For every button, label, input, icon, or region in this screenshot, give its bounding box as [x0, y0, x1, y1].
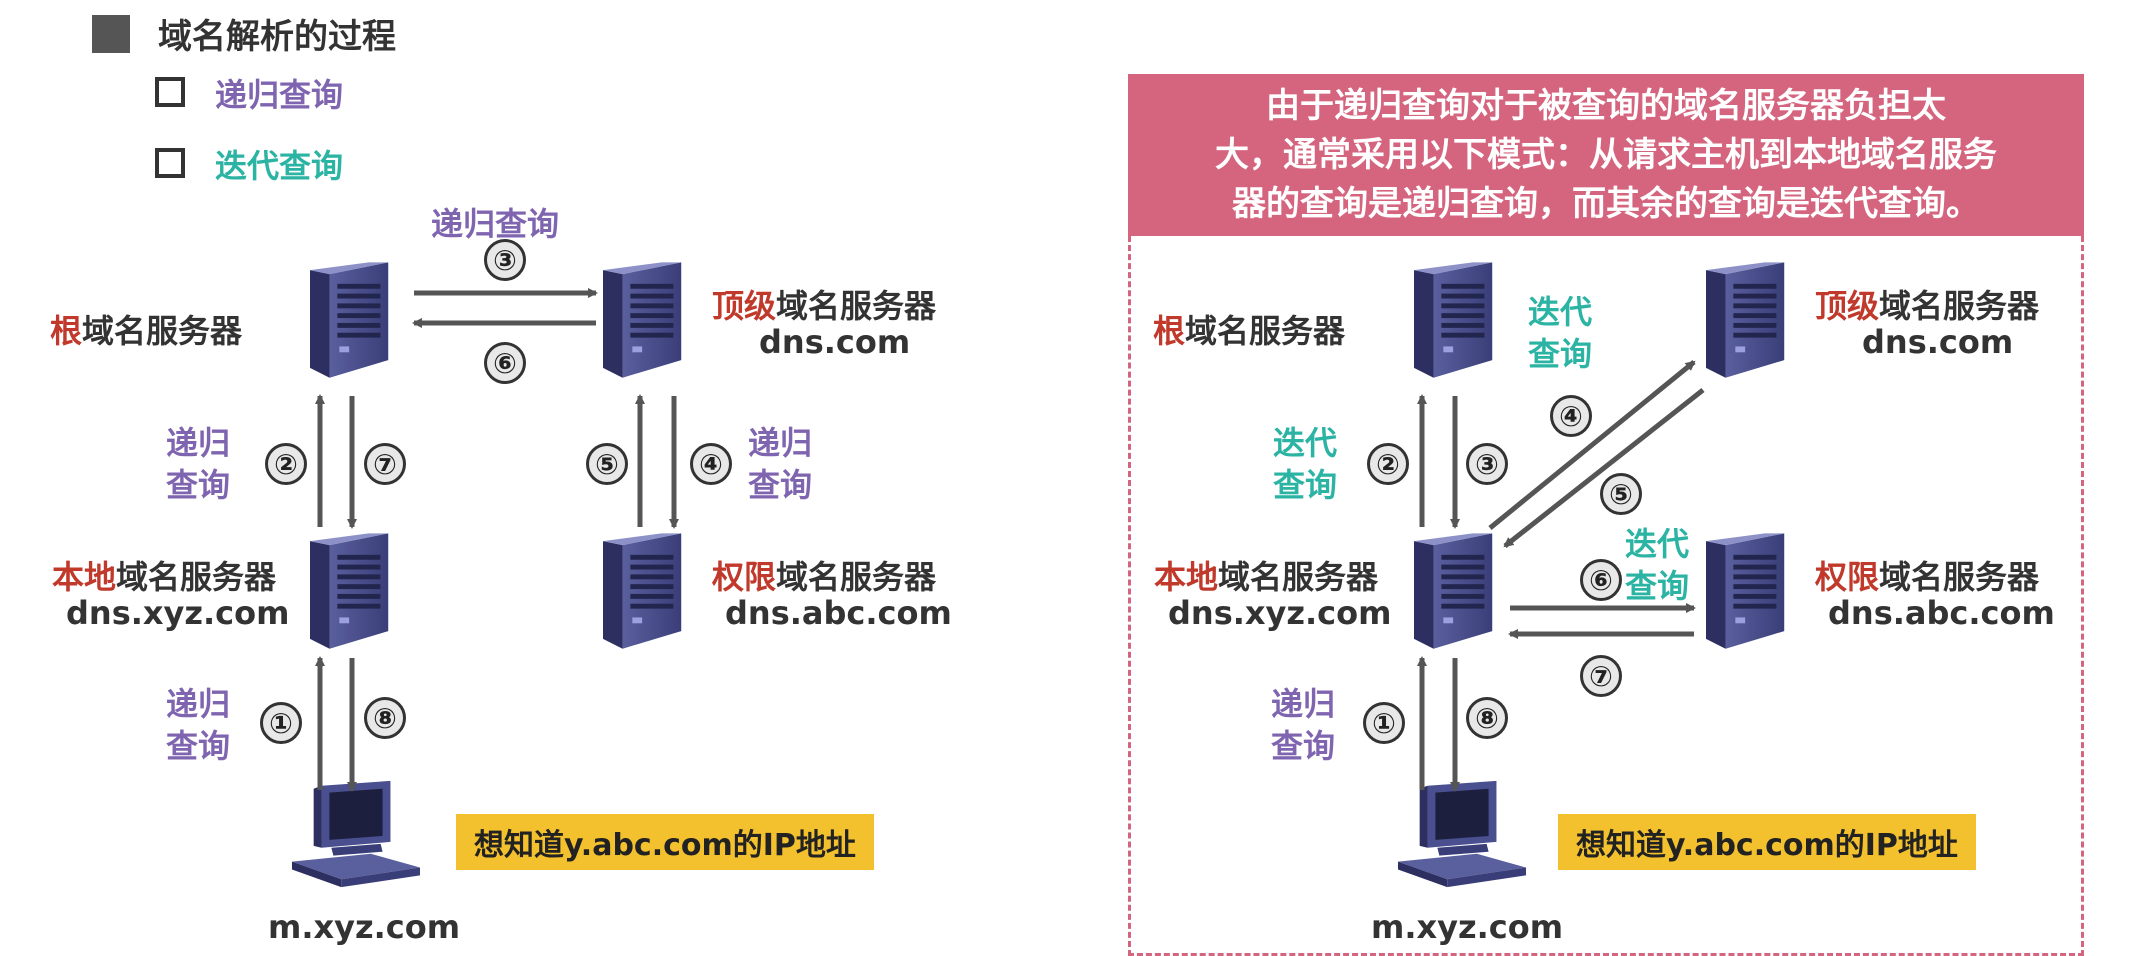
step-6-right: ⑥: [1580, 559, 1622, 601]
iter-label-left-right: 迭代查询: [1273, 424, 1338, 504]
note-line-1: 由于递归查询对于被查询的域名服务器负担太: [1266, 86, 1946, 126]
iter-label-auth-right: 迭代查询: [1625, 525, 1690, 605]
step-7-right: ⑦: [1580, 655, 1622, 697]
rec-label-right: 递归查询: [1271, 685, 1336, 765]
step-7-left: ⑦: [364, 443, 406, 485]
query-label-b-left: 递归查询: [748, 424, 813, 504]
local-server-dns-left: dns.xyz.com: [66, 594, 290, 632]
step-2-right: ②: [1367, 443, 1409, 485]
note-line-3: 器的查询是递归查询，而其余的查询是迭代查询。: [1232, 184, 1980, 224]
top-server-label-left: 顶级域名服务器: [712, 287, 937, 325]
local-server-label-left: 本地域名服务器: [52, 558, 277, 596]
auth-server-dns-left: dns.abc.com: [725, 594, 952, 632]
title-bullet: [92, 15, 130, 53]
checkbox-recursive: [155, 77, 185, 107]
step-4-right: ④: [1550, 395, 1592, 437]
legend-iterative: 迭代查询: [215, 147, 344, 185]
step-3-left: ③: [484, 239, 526, 281]
local-server-dns-right: dns.xyz.com: [1168, 594, 1392, 632]
step-2-left: ②: [265, 443, 307, 485]
step-3-right: ③: [1466, 443, 1508, 485]
query-label-c-left: 递归查询: [166, 685, 231, 765]
note-box: 由于递归查询对于被查询的域名服务器负担太 大，通常采用以下模式：从请求主机到本地…: [1128, 74, 2084, 236]
root-server-label-left: 根域名服务器: [50, 312, 243, 350]
local-server-label-right: 本地域名服务器: [1154, 558, 1379, 596]
page-title: 域名解析的过程: [158, 17, 396, 57]
root-server-icon-left: [310, 262, 389, 378]
query-label-top: 递归查询: [431, 205, 560, 243]
callout-left: 想知道y.abc.com的IP地址: [456, 814, 874, 870]
step-5-left: ⑤: [586, 443, 628, 485]
host-computer-icon-left: [292, 780, 420, 888]
step-8-right: ⑧: [1466, 697, 1508, 739]
step-1-left: ①: [260, 702, 302, 744]
iter-label-top-right: 迭代查询: [1528, 293, 1593, 373]
note-line-2: 大，通常采用以下模式：从请求主机到本地域名服务: [1215, 135, 1997, 175]
top-server-dns-right: dns.com: [1862, 323, 2014, 361]
auth-server-label-right: 权限域名服务器: [1815, 558, 2040, 596]
top-server-icon-left: [603, 262, 682, 378]
query-label-a-left: 递归查询: [166, 424, 231, 504]
step-8-left: ⑧: [364, 697, 406, 739]
step-4-left: ④: [690, 443, 732, 485]
step-1-right: ①: [1363, 702, 1405, 744]
step-6-left: ⑥: [484, 342, 526, 384]
auth-server-label-left: 权限域名服务器: [712, 558, 937, 596]
callout-right: 想知道y.abc.com的IP地址: [1558, 814, 1976, 870]
step-5-right: ⑤: [1600, 473, 1642, 515]
top-server-label-right: 顶级域名服务器: [1815, 287, 2040, 325]
auth-server-dns-right: dns.abc.com: [1828, 594, 2055, 632]
top-server-dns-left: dns.com: [759, 323, 911, 361]
auth-server-icon-left: [603, 533, 682, 649]
checkbox-iterative: [155, 148, 185, 178]
root-server-label-right: 根域名服务器: [1153, 312, 1346, 350]
host-label-right: m.xyz.com: [1371, 908, 1564, 946]
local-server-icon-left: [310, 533, 389, 649]
legend-recursive: 递归查询: [215, 76, 344, 114]
host-label-left: m.xyz.com: [268, 908, 461, 946]
